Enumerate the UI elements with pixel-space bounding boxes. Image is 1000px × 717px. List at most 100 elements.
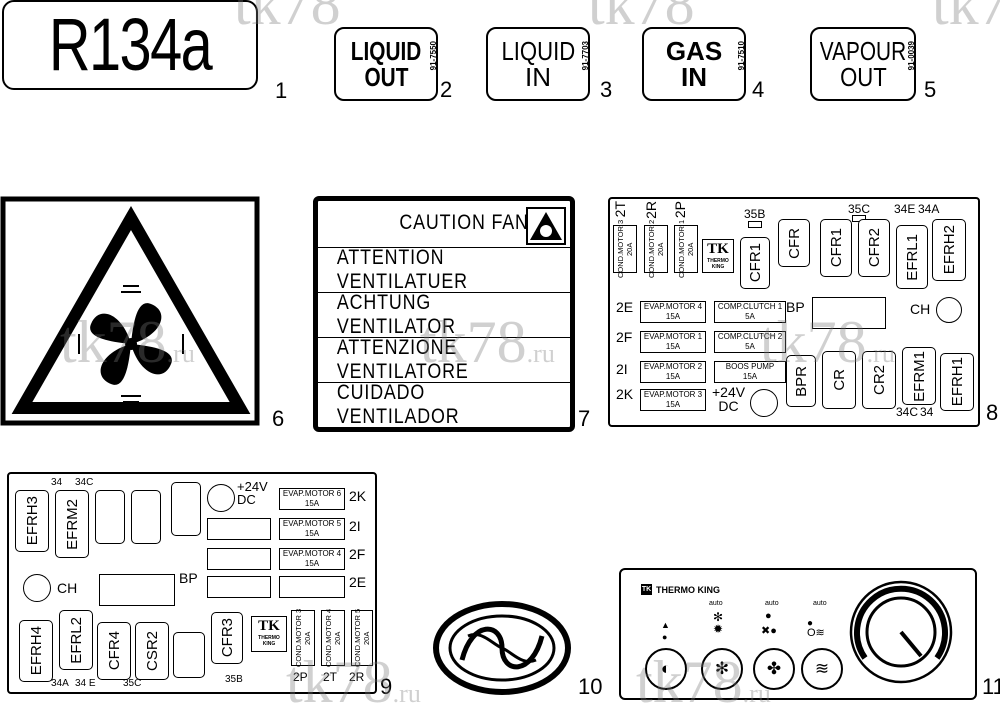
- p9-fuse-slot-2: [207, 548, 271, 570]
- caution-row-2: ACHTUNG VENTILATOR: [318, 291, 570, 338]
- liquid-out-decal: LIQUID OUT 91-7550: [334, 27, 438, 101]
- vapour-out-part-number: 91-0039: [907, 41, 916, 71]
- p8-relay-CFR1-a: CFR1: [740, 237, 770, 289]
- p9-code-2I: 2I: [349, 518, 361, 534]
- p9-bp-label: BP: [179, 570, 198, 586]
- snowflake-icon: ✻: [713, 610, 724, 624]
- p8-cond-fuse-1: COND.MOTOR 1 20A: [674, 220, 698, 278]
- p9-relay-CFR3: CFR3: [211, 612, 243, 664]
- p8-label-34E: 34E: [894, 202, 916, 216]
- vapour-out-decal: VAPOUR OUT 91-0039: [810, 27, 916, 101]
- p8-cond-fuse-2: COND.MOTOR 2 20A: [644, 220, 668, 278]
- p9-dc-circle: [207, 484, 235, 512]
- p8-label-34C: 34C: [896, 405, 919, 419]
- fan-button[interactable]: ✤: [753, 648, 795, 690]
- mini-fan-warning-icon: [526, 207, 566, 245]
- callout-4: 4: [752, 77, 765, 102]
- vapour-out-line2: OUT: [839, 62, 887, 92]
- p9-label-34A: 34A: [51, 678, 69, 689]
- snow-sun-icon: ✻: [714, 659, 730, 678]
- p8-label-35B: 35B: [744, 207, 766, 221]
- caution-text-en: CAUTION FAN: [399, 211, 529, 234]
- p9-relay-EFRH4: EFRH4: [19, 620, 53, 682]
- p8-relay-EFRH1: EFRH1: [940, 353, 974, 411]
- p9-bp-block: [99, 574, 175, 606]
- p8-relay-CFR2: CFR2: [858, 219, 890, 277]
- oval-emblem-icon: [433, 601, 571, 695]
- p8-label-34A: 34A: [918, 202, 940, 216]
- p9-label-35C: 35C: [123, 678, 142, 689]
- caution-text-it: ATTENZIONE VENTILATORE: [336, 336, 469, 383]
- caution-fan-decal: CAUTION FAN ATTENTION VENTILATUER ACHTUN…: [313, 196, 575, 432]
- p8-relay-CR: CR: [822, 351, 856, 409]
- p9-label-2R: 2R: [349, 670, 365, 684]
- p9-relay-EFRM2: EFRM2: [55, 490, 89, 558]
- p9-ch-label: CH: [57, 580, 78, 596]
- p8-relay-CFR1-b: CFR1: [820, 219, 852, 277]
- p8-relay-EFRM1: EFRM1: [902, 347, 936, 405]
- p9-relay-blank-4: [173, 632, 205, 678]
- liquid-in-part-number: 91-7703: [581, 41, 590, 71]
- p8-label-2R: 2R: [643, 201, 659, 219]
- dial-icon[interactable]: [847, 578, 955, 686]
- p9-fuse-slot-3: [207, 576, 271, 598]
- fan-icon: ✤: [766, 659, 782, 678]
- p8-code-2F: 2F: [616, 329, 633, 345]
- warning-triangle-icon: ▲: [661, 620, 670, 630]
- auto-label-2: auto: [765, 600, 779, 607]
- heat-indicator-icon: ●: [807, 618, 814, 629]
- vapour-out-line1: VAPOUR: [819, 36, 907, 66]
- p9-relay-CSR2: CSR2: [135, 622, 169, 680]
- p9-ch-circle: [23, 574, 51, 602]
- callout-9: 9: [380, 674, 393, 699]
- callout-1: 1: [275, 78, 288, 103]
- heat-button[interactable]: ≋: [801, 648, 843, 690]
- callout-10: 10: [578, 674, 603, 699]
- p8-relay-CR2: CR2: [862, 351, 896, 409]
- p9-cond-fuse-4: COND.MOTOR 4 20A: [321, 609, 345, 667]
- liquid-in-line1: LIQUID: [501, 36, 575, 66]
- indicator-dot-icon: ●: [662, 632, 668, 642]
- r134a-decal: R134a: [2, 0, 258, 90]
- p9-label-2T: 2T: [323, 670, 338, 684]
- p9-label-34E: 34 E: [75, 678, 96, 689]
- p8-code-2I: 2I: [616, 361, 628, 377]
- control-panel: TK THERMO KING auto auto auto ▲ ● ✻ ✹ ● …: [619, 568, 977, 700]
- power-icon: ◐: [660, 659, 672, 678]
- p9-label-2P: 2P: [293, 670, 308, 684]
- gas-in-part-number: 91-7510: [737, 41, 746, 71]
- power-button[interactable]: ◐: [645, 648, 687, 690]
- p9-label-35B: 35B: [225, 674, 243, 685]
- gas-in-line1: GAS: [665, 36, 723, 66]
- p9-relay-blank-2: [131, 490, 161, 544]
- p9-code-2K: 2K: [349, 488, 367, 504]
- gas-in-line2: IN: [681, 62, 707, 92]
- p8-bp-label: BP: [786, 299, 805, 315]
- gas-in-decal: GAS IN 91-7510: [642, 27, 746, 101]
- p9-relay-CFR4: CFR4: [97, 622, 131, 680]
- mode-button[interactable]: ✻: [701, 648, 743, 690]
- p8-bp-block: [812, 297, 886, 329]
- callout-6: 6: [272, 406, 285, 431]
- callout-8: 8: [986, 400, 999, 425]
- liquid-out-line2: OUT: [364, 62, 408, 92]
- p8-label-2P: 2P: [672, 201, 688, 219]
- p9-code-2E: 2E: [349, 574, 367, 590]
- p8-code-2K: 2K: [616, 386, 634, 402]
- tk-brand-icon: TK: [641, 584, 652, 595]
- watermark-top-3: tk78: [932, 0, 1000, 37]
- liquid-out-line1: LIQUID: [350, 36, 422, 66]
- caution-text-es: CUIDADO VENTILADOR: [336, 381, 460, 428]
- p9-relay-EFRL2: EFRL2: [59, 610, 93, 670]
- caution-row-4: CUIDADO VENTILADOR: [318, 381, 570, 428]
